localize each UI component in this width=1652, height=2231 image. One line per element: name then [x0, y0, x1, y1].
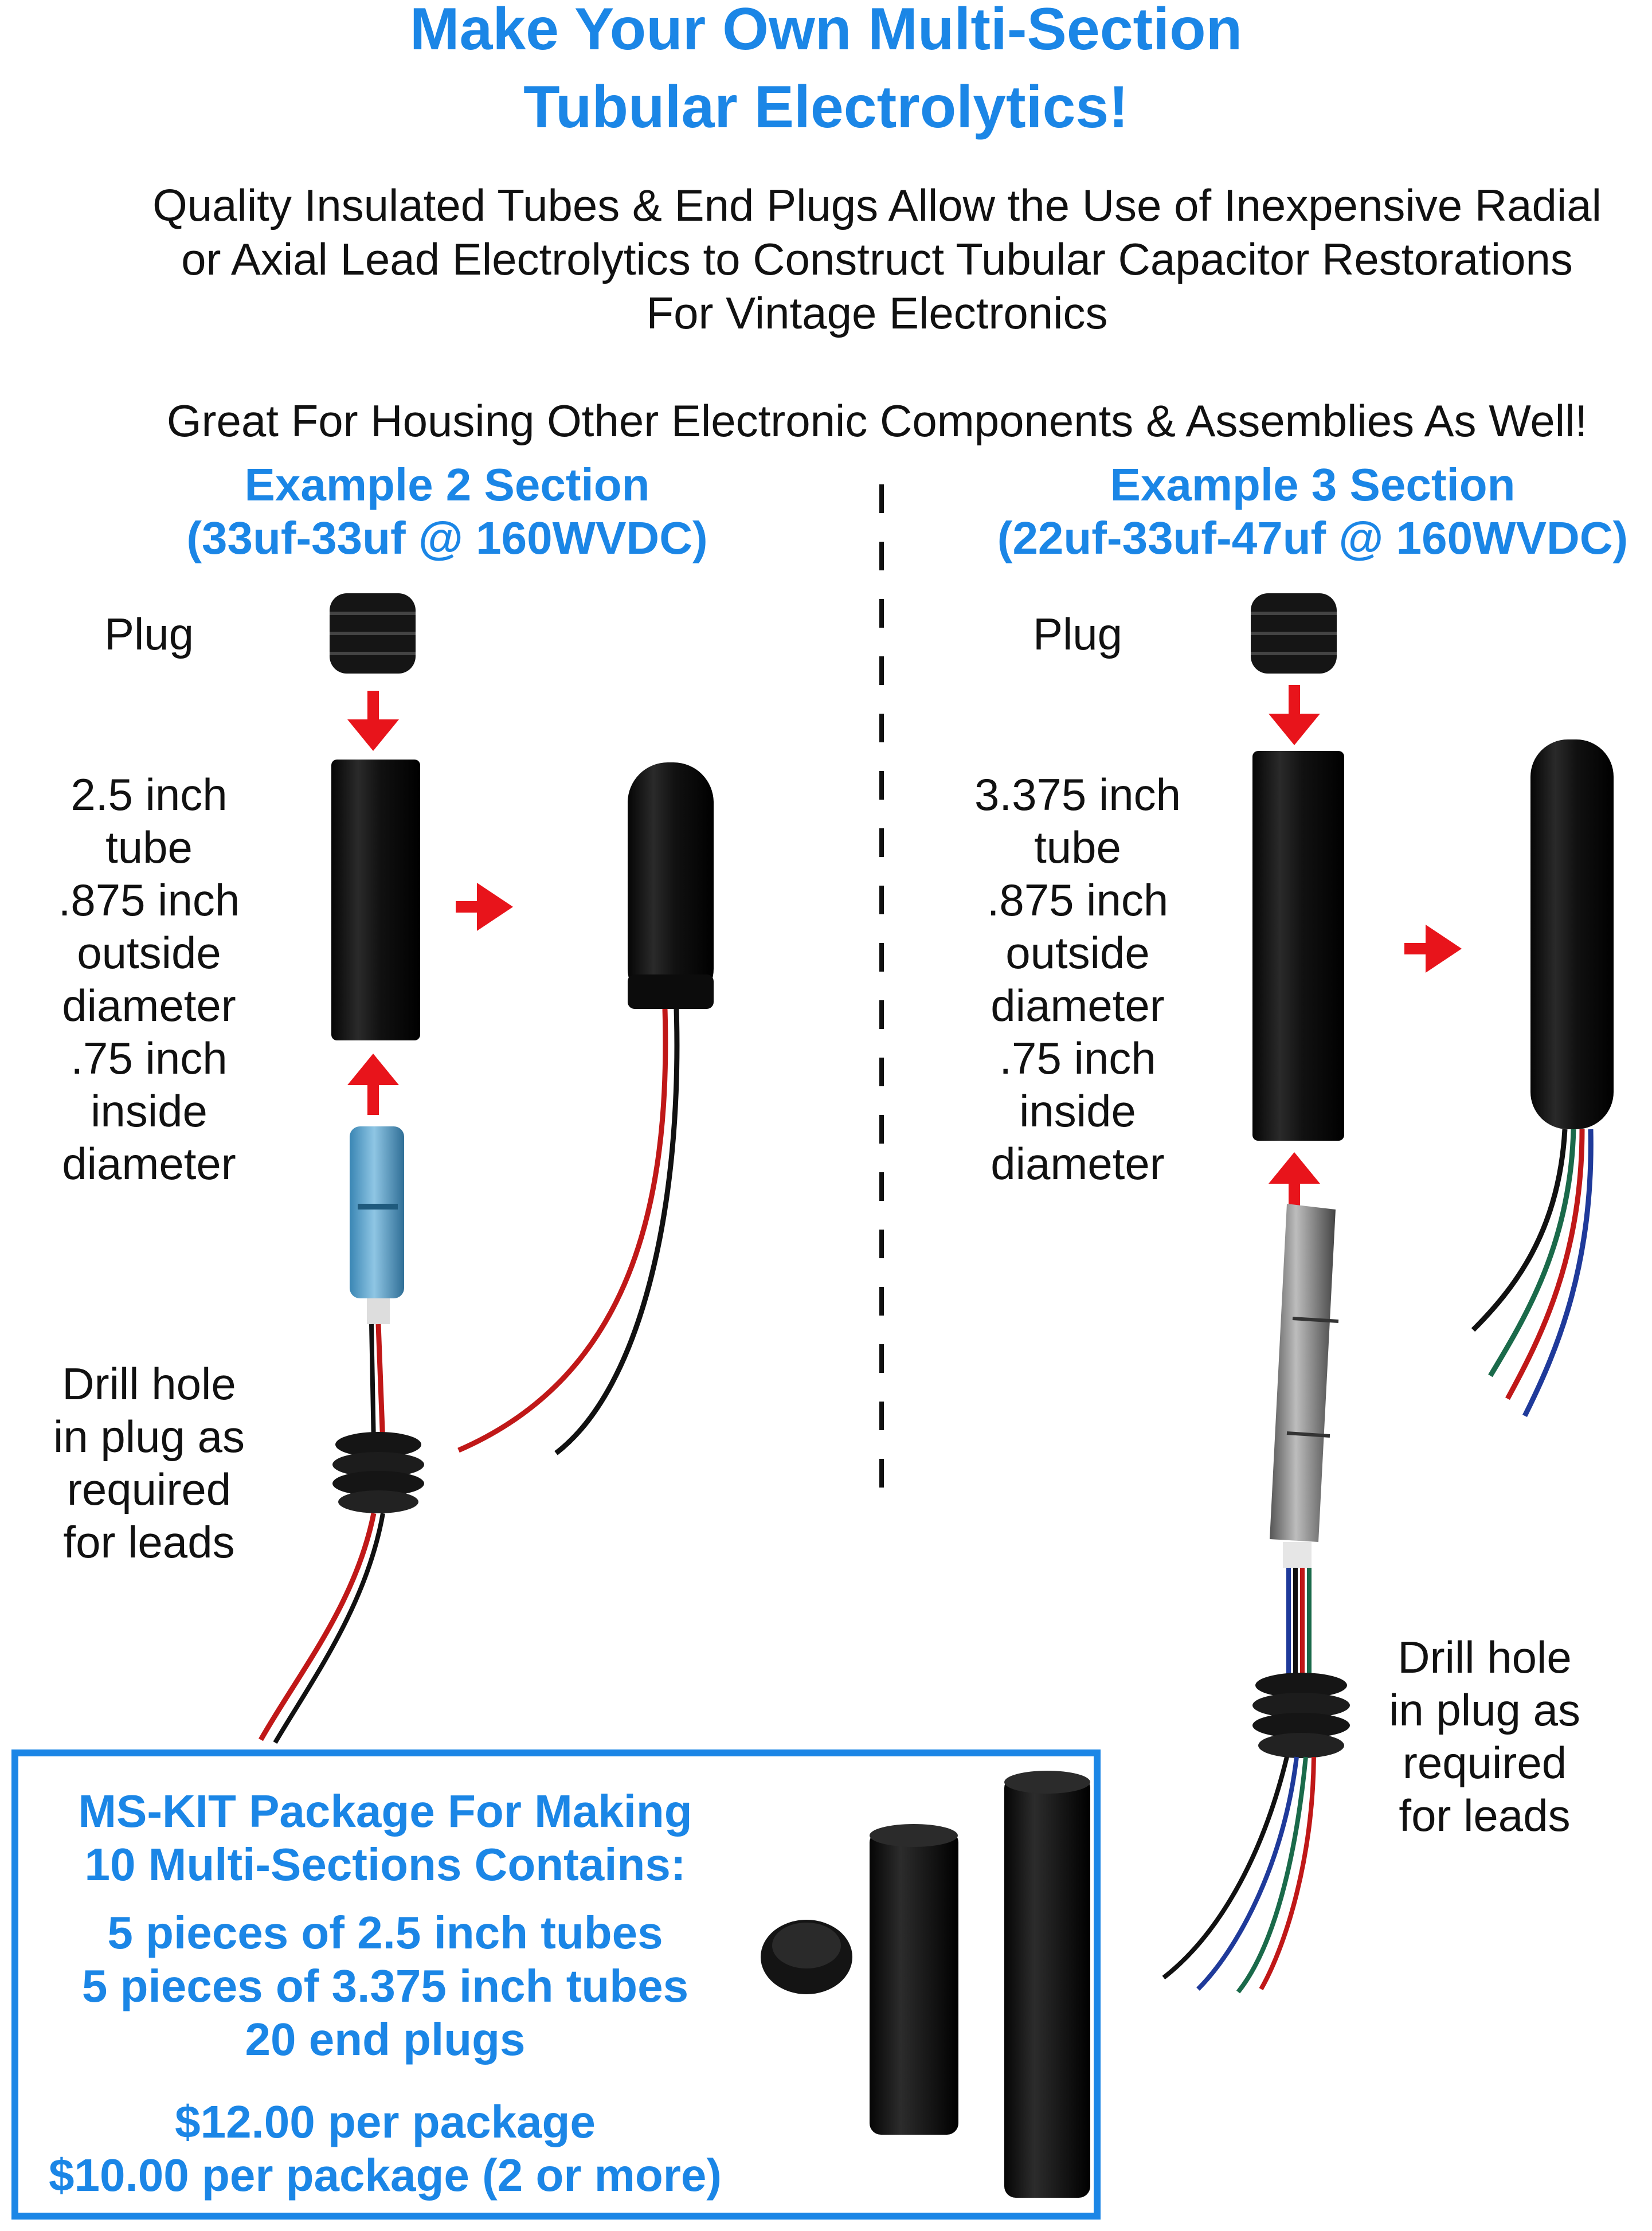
plug-photo-right [1251, 593, 1337, 674]
capacitor-photo-left [350, 1126, 404, 1445]
kit-price: $10.00 per package (2 or more) [49, 2150, 722, 2201]
assembled-tube-photo-right [1471, 739, 1614, 1418]
dim-line: .875 inch [58, 875, 240, 925]
dim-line: diameter [62, 980, 236, 1031]
dim-line: outside [77, 927, 221, 978]
dim-line: 3.375 inch [974, 769, 1181, 820]
right-plug-label: Plug [1032, 609, 1123, 659]
dim-line: inside [1019, 1086, 1136, 1136]
drill-line: in plug as [53, 1411, 245, 1462]
arrow-down-right [1269, 685, 1320, 745]
drill-line: required [66, 1464, 232, 1514]
description-line-1: Quality Insulated Tubes & End Plugs Allo… [152, 180, 1602, 230]
kit-item: 5 pieces of 2.5 inch tubes [107, 1907, 663, 1958]
drilled-plug-photo-right [1162, 1673, 1350, 1994]
kit-long-tube [1004, 1776, 1090, 2198]
drill-line: Drill hole [1397, 1632, 1572, 1682]
page-title-line-2: Tubular Electrolytics! [523, 74, 1129, 140]
dim-line: tube [1034, 822, 1121, 872]
drill-line: required [1402, 1737, 1567, 1788]
right-example-heading: Example 3 Section [1110, 459, 1516, 510]
dim-line: .75 inch [999, 1033, 1156, 1083]
drill-line: Drill hole [62, 1359, 236, 1409]
drill-line: for leads [1399, 1790, 1571, 1841]
description-line-3: For Vintage Electronics [646, 288, 1108, 338]
assembled-tube-photo-left [457, 762, 714, 1455]
left-drill-note: Drill hole in plug as required for leads [23, 1357, 275, 1568]
dim-line: diameter [991, 1138, 1165, 1189]
drilled-plug-photo-left [259, 1432, 424, 1744]
kit-info-box: MS-KIT Package For Making 10 Multi-Secti… [11, 1749, 1101, 2220]
left-example-heading: Example 2 Section [244, 459, 650, 510]
page-title-line-1: Make Your Own Multi-Section [409, 0, 1243, 62]
arrow-up-left [347, 1054, 399, 1115]
kit-item: 5 pieces of 3.375 inch tubes [81, 1960, 689, 2011]
arrow-down-left [347, 691, 399, 751]
dim-line: 2.5 inch [71, 769, 228, 820]
dim-line: diameter [62, 1138, 236, 1189]
plug-photo-left [330, 593, 416, 674]
capacitor-photo-right [1270, 1204, 1339, 1680]
dim-line: inside [91, 1086, 208, 1136]
arrow-right-right [1404, 925, 1462, 973]
right-drill-note: Drill hole in plug as required for leads [1359, 1631, 1611, 1842]
right-tube-dimensions: 3.375 inch tube .875 inch outside diamet… [952, 768, 1204, 1190]
tube-photo-left [331, 760, 420, 1040]
drill-line: for leads [63, 1517, 235, 1567]
left-plug-label: Plug [104, 609, 194, 659]
kit-price: $12.00 per package [175, 2096, 596, 2147]
dim-line: .75 inch [71, 1033, 228, 1083]
left-example-values: (33uf-33uf @ 160WVDC) [186, 512, 708, 563]
drill-line: in plug as [1389, 1685, 1580, 1735]
kit-title-line-1: MS-KIT Package For Making [78, 1786, 692, 1837]
tube-photo-right [1252, 751, 1344, 1141]
dim-line: tube [105, 822, 193, 872]
kit-title-line-2: 10 Multi-Sections Contains: [84, 1839, 686, 1890]
kit-contents-photo [761, 1771, 1090, 2198]
tagline: Great For Housing Other Electronic Compo… [166, 396, 1588, 446]
dim-line: .875 inch [986, 875, 1169, 925]
left-tube-dimensions: 2.5 inch tube .875 inch outside diameter… [23, 768, 275, 1190]
kit-item: 20 end plugs [245, 2014, 526, 2065]
dim-line: diameter [991, 980, 1165, 1031]
arrow-up-right [1269, 1152, 1320, 1214]
dim-line: outside [1005, 927, 1150, 978]
arrow-right-left [456, 883, 513, 931]
description-line-2: or Axial Lead Electrolytics to Construct… [181, 234, 1573, 284]
right-example-values: (22uf-33uf-47uf @ 160WVDC) [997, 512, 1628, 563]
kit-short-tube [870, 1831, 958, 2135]
